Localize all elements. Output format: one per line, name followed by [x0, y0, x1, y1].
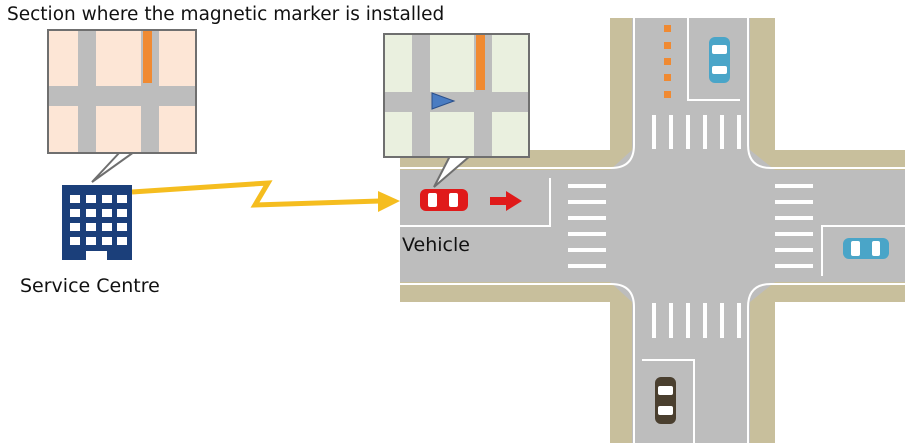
service-centre-map-callout — [47, 29, 197, 183]
office-building-icon — [62, 185, 132, 260]
service-centre-label: Service Centre — [20, 275, 160, 297]
crosswalk-north — [652, 115, 741, 149]
vehicle-map-callout — [383, 33, 530, 188]
road-edges — [400, 18, 905, 443]
crosswalk-south — [652, 303, 741, 338]
crosswalk-west — [568, 184, 606, 268]
lightning-link-icon — [131, 180, 400, 212]
heading-triangle-icon — [431, 92, 456, 110]
section-caption: Section where the magnetic marker is ins… — [7, 4, 445, 25]
ego-vehicle — [420, 189, 468, 211]
road — [400, 18, 905, 443]
car-south — [655, 377, 676, 424]
intersection — [400, 18, 905, 443]
lane-lines — [400, 18, 905, 443]
magnetic-markers — [664, 25, 671, 98]
vehicle-label: Vehicle — [402, 234, 470, 256]
crosswalk-east — [775, 184, 813, 268]
car-east — [843, 238, 889, 259]
car-north — [709, 37, 730, 83]
direction-arrow-icon — [490, 191, 522, 211]
